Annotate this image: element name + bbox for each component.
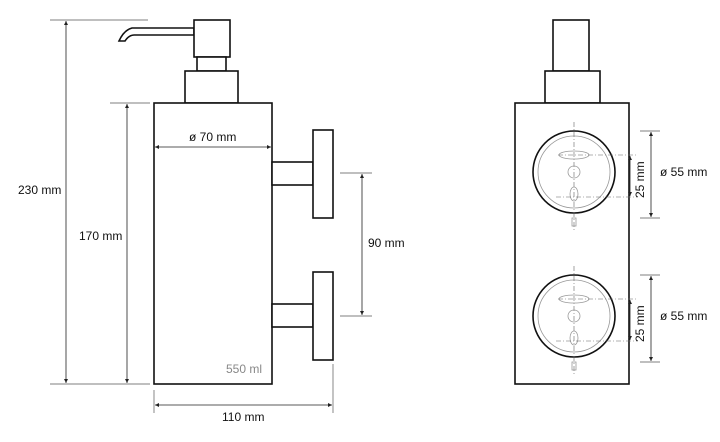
total-height-label: 230 mm (18, 183, 61, 197)
pump-collar (196, 56, 227, 72)
diameter-label: ø 70 mm (189, 130, 236, 144)
upper-wall-mount: 25 mm ø 55 mm (532, 122, 707, 232)
side-view: 230 mm 170 mm ø 70 mm 90 mm 550 ml 110 m… (18, 19, 405, 424)
bottle-body (153, 102, 273, 385)
body-height-label: 170 mm (79, 229, 122, 243)
lower-bracket-plate (312, 271, 334, 361)
upper-bracket-plate (312, 129, 334, 219)
pump-head-front (552, 19, 590, 72)
lower-wall-mount: 25 mm ø 55 mm (532, 266, 707, 376)
bracket-spacing-label: 90 mm (368, 236, 405, 250)
bottle-neck-front (544, 70, 601, 104)
lower-hole-spacing-label: 25 mm (633, 305, 647, 342)
lower-bracket-arm (271, 303, 314, 328)
upper-bracket-arm (271, 161, 314, 186)
lower-diameter-label: ø 55 mm (660, 309, 707, 323)
upper-diameter-label: ø 55 mm (660, 165, 707, 179)
spout (117, 27, 195, 42)
bottle-neck (184, 70, 239, 104)
front-view: 25 mm ø 55 mm 25 mm ø 55 mm (514, 19, 707, 385)
depth-label: 110 mm (222, 410, 264, 424)
volume-label: 550 ml (226, 362, 262, 376)
upper-hole-spacing-label: 25 mm (633, 161, 647, 198)
pump-head (193, 19, 231, 58)
